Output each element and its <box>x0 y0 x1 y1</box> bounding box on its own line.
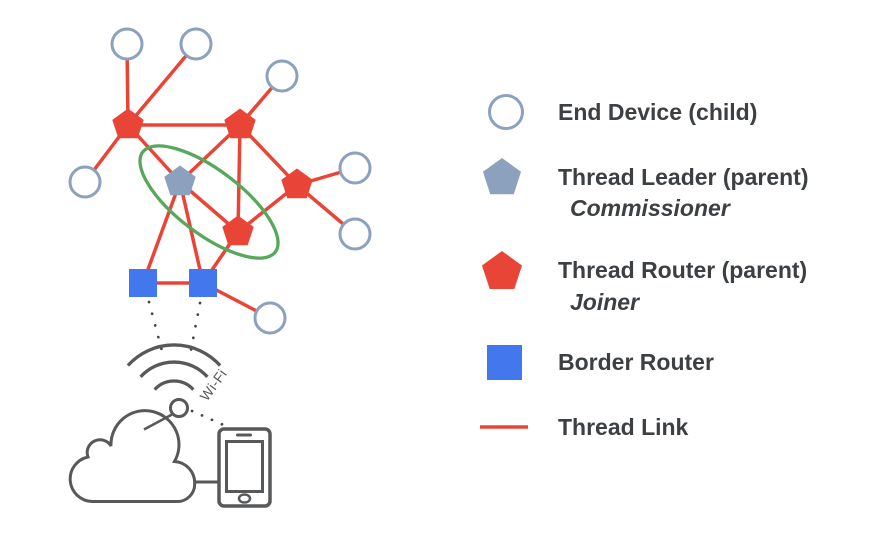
legend-label-commissioner: Commissioner <box>570 195 731 221</box>
legend-end-device-icon <box>488 94 524 130</box>
leader-node <box>164 165 196 196</box>
legend-label-end-device: End Device (child) <box>558 99 757 125</box>
wifi-icon <box>126 343 222 418</box>
phone-icon <box>217 427 272 508</box>
thread-link <box>236 124 242 233</box>
end-device-node <box>110 27 144 61</box>
router-node <box>281 168 313 199</box>
thread-link <box>178 181 205 284</box>
border-router-node <box>129 269 157 297</box>
legend: End Device (child) Thread Leader (parent… <box>480 94 809 440</box>
end-device-node <box>68 165 102 199</box>
border-router-node <box>189 269 217 297</box>
legend-label-thread-link: Thread Link <box>558 414 689 440</box>
dotted-link-left <box>147 300 164 353</box>
commissioner-joiner-highlight-ellipse <box>138 144 280 260</box>
legend-label-leader: Thread Leader (parent) <box>558 164 809 190</box>
dotted-link-phone <box>190 409 224 426</box>
legend-leader-icon <box>483 158 521 195</box>
wifi-cloud-link <box>143 413 173 431</box>
dotted-link-right <box>189 301 202 352</box>
thread-link <box>126 42 198 127</box>
thread-link <box>141 181 182 284</box>
router-node <box>112 108 144 139</box>
end-device-node <box>179 27 213 61</box>
end-device-node <box>265 59 299 93</box>
end-device-node <box>338 217 372 251</box>
legend-border-router-icon <box>487 345 522 380</box>
thread-links <box>83 42 357 320</box>
legend-label-joiner: Joiner <box>570 289 640 315</box>
router-node <box>224 108 256 139</box>
end-device-node <box>253 301 287 335</box>
network-nodes <box>68 27 372 335</box>
cloud-icon <box>68 409 197 504</box>
router-node <box>222 215 254 246</box>
legend-router-icon <box>482 251 522 289</box>
legend-label-router: Thread Router (parent) <box>558 257 807 283</box>
legend-label-border-router: Border Router <box>558 349 714 375</box>
end-device-node <box>338 151 372 185</box>
